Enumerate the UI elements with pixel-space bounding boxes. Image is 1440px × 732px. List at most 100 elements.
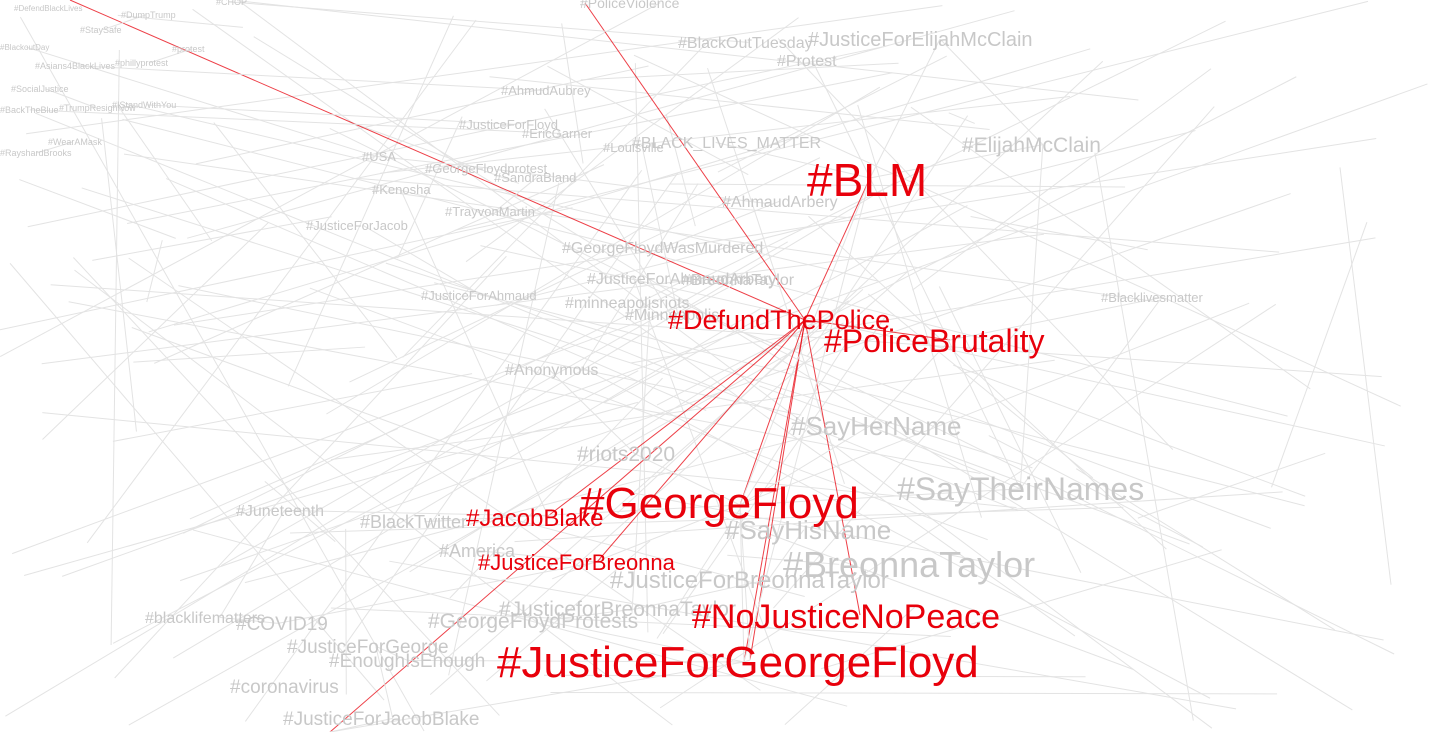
node-label-georgefloydwasmurdered[interactable]: #GeorgeFloydWasMurdered — [562, 240, 763, 257]
node-label-minneapolis[interactable]: #Minneapolis — [625, 307, 719, 324]
node-label-wearamask[interactable]: #WearAMask — [48, 137, 102, 147]
node-label-rayshardbrooks[interactable]: #RayshardBrooks — [0, 148, 72, 158]
node-label-socialjustice[interactable]: #SocialJustice — [11, 84, 69, 94]
node-label-sayhisname[interactable]: #SayHisName — [725, 515, 891, 545]
node-label-enoughisenough[interactable]: #EnoughIsEnough — [329, 651, 485, 672]
node-label-elijahmcclain[interactable]: #ElijahMcClain — [962, 134, 1101, 157]
node-label-juneteenth[interactable]: #Juneteenth — [236, 503, 324, 520]
edge-blm-elijahmcclain — [869, 144, 1043, 179]
node-label-justiceforelijahmcclain[interactable]: #JusticeForElijahMcClain — [808, 29, 1033, 51]
node-label-blacktwitter[interactable]: #BlackTwitter — [360, 512, 467, 532]
node-label-blm[interactable]: #BLM — [807, 154, 927, 206]
node-label-justiceforbreonnataylor2[interactable]: #JusticeforBreonnaTaylor — [499, 598, 736, 621]
node-label-justiceforgeorgefloyd[interactable]: #JusticeForGeorgeFloyd — [497, 638, 979, 687]
edge-defundthepolice-coronavirus — [329, 319, 806, 732]
background-edge — [81, 187, 716, 391]
background-edge — [179, 193, 1291, 582]
node-label-ahmaudarbery[interactable]: #AhmaudArbery — [722, 194, 838, 211]
node-label-kenosha[interactable]: #Kenosha — [372, 182, 431, 197]
node-label-blacklivesmatter_cap[interactable]: #Blacklivesmatter — [1101, 290, 1204, 305]
node-label-chop[interactable]: #CHOP — [216, 0, 247, 7]
node-label-usa[interactable]: #USA — [362, 149, 396, 164]
background-edge — [356, 177, 1280, 253]
node-label-blacklifematters[interactable]: #blacklifematters — [145, 610, 265, 627]
node-label-policeviolence[interactable]: #PoliceViolence — [580, 0, 680, 11]
node-label-justiceforbreonna[interactable]: #JusticeForBreonna — [478, 550, 676, 575]
background-edge — [27, 45, 887, 228]
background-edge — [988, 435, 1203, 548]
node-label-breonnataylor[interactable]: #BreonnaTaylor — [783, 544, 1035, 585]
background-edge — [953, 364, 1306, 497]
node-label-justiceforbreonnataylor[interactable]: #JusticeForBreonnaTaylor — [610, 567, 889, 594]
node-label-ahmudaubrey[interactable]: #AhmudAubrey — [501, 83, 591, 98]
node-label-america[interactable]: #America — [439, 541, 516, 561]
node-label-istandwithyou[interactable]: #IStandWithYou — [112, 100, 176, 110]
background-edge — [1094, 152, 1194, 721]
node-label-georgefloydprotest[interactable]: #GeorgeFloydprotest — [425, 161, 548, 176]
background-edge — [1270, 222, 1368, 488]
node-label-asians4blacklives[interactable]: #Asians4BlackLives — [35, 61, 116, 71]
node-label-riots2020[interactable]: #riots2020 — [577, 443, 675, 466]
background-edge — [543, 674, 1086, 678]
node-label-saytheirnames[interactable]: #SayTheirNames — [897, 471, 1144, 507]
node-label-blackouttuesday[interactable]: #BlackOutTuesday — [678, 35, 813, 52]
edge-georgefloyd-justiceforgeorgefloyd — [739, 504, 745, 663]
node-label-nojusticenopeace[interactable]: #NoJusticeNoPeace — [692, 598, 1000, 636]
node-label-sandrabland[interactable]: #SandraBland — [494, 170, 576, 185]
node-label-backtheblue[interactable]: #BackTheBlue — [0, 105, 59, 115]
edge-blackoutday-usa — [26, 46, 377, 157]
background-edge — [912, 68, 1212, 291]
background-edge — [1339, 167, 1392, 585]
node-label-justiceforahmaudarbery[interactable]: #JusticeForAhmaudArbery — [587, 271, 776, 288]
edge-blm-georgefloyd — [739, 177, 871, 506]
node-label-justiceforjacob[interactable]: #JusticeForJacob — [306, 218, 408, 233]
node-label-dumptrump[interactable]: #DumpTrump — [121, 10, 176, 20]
background-edge — [183, 20, 1226, 534]
edge-coronavirus-justiceforjacobblake — [329, 717, 393, 732]
background-edge — [244, 431, 826, 584]
node-label-black_lives_matter[interactable]: #BLACK_LIVES_MATTER — [632, 135, 821, 152]
edge-georgefloyd-breonnataylor — [739, 504, 751, 661]
node-label-phillyprotest[interactable]: #phillyprotest — [115, 58, 169, 68]
node-label-trayvonmartin[interactable]: #TrayvonMartin — [445, 204, 535, 219]
node-label-covid19[interactable]: #COVID19 — [236, 614, 328, 635]
node-label-defendblacklives[interactable]: #DefendBlackLives — [14, 4, 82, 13]
background-edge — [632, 275, 778, 664]
node-label-staysafe[interactable]: #StaySafe — [80, 25, 122, 35]
node-label-justiceforfloyd[interactable]: #JusticeForFloyd — [459, 117, 558, 132]
node-label-louisville[interactable]: #Louisville — [603, 140, 664, 155]
edge-defundthepolice-justiceforbreonna — [596, 319, 806, 563]
node-label-protest[interactable]: #Protest — [777, 53, 837, 70]
edge-policebrutality-sayhername — [869, 339, 951, 427]
background-edge — [808, 215, 1167, 550]
node-label-georgefloydprotests[interactable]: #GeorgeFloydProtests — [428, 610, 638, 633]
node-label-georgefloyd[interactable]: #GeorgeFloyd — [580, 479, 859, 528]
node-label-trumpresignnow[interactable]: #TrumpResignNow — [59, 103, 136, 113]
background-edge — [1137, 452, 1326, 519]
node-label-policebrutality[interactable]: #PoliceBrutality — [824, 323, 1045, 359]
node-label-justiceforgeorge[interactable]: #JusticeForGeorge — [287, 637, 449, 658]
node-label-coronavirus[interactable]: #coronavirus — [230, 677, 339, 698]
node-label-sayhername[interactable]: #SayHerName — [791, 411, 962, 441]
edge-blacklivesmatter_cap-saytheirnames — [1019, 297, 1163, 490]
node-label-breonnataylor_small[interactable]: #BreonnaTaylor — [682, 272, 795, 289]
background-edge — [867, 293, 1094, 479]
node-label-justiceforahmaud[interactable]: #JusticeForAhmaud — [421, 288, 537, 303]
background-edge — [429, 270, 909, 695]
background-edge — [717, 55, 947, 173]
background-edge — [173, 137, 1377, 326]
node-label-protest_small[interactable]: #protest — [172, 44, 205, 54]
node-label-jacobblake[interactable]: #JacobBlake — [466, 505, 603, 532]
node-label-anonymous[interactable]: #Anonymous — [505, 362, 598, 379]
node-label-justiceforjacobblake[interactable]: #JusticeForJacobBlake — [283, 709, 479, 730]
node-label-ericgarner[interactable]: #EricGarner — [522, 126, 593, 141]
background-edge — [631, 321, 650, 614]
edge-justiceforgeorgefloyd-breonnataylor — [743, 659, 751, 663]
node-label-minneapolisriots[interactable]: #minneapolisriots — [565, 295, 690, 312]
node-label-defundthepolice[interactable]: #DefundThePolice — [668, 305, 890, 335]
edge-blm-black_lives_matter — [715, 141, 871, 179]
edge-blm-justiceforgeorgefloyd — [743, 177, 871, 663]
node-label-blackoutday[interactable]: #BlackoutDay — [0, 43, 49, 52]
